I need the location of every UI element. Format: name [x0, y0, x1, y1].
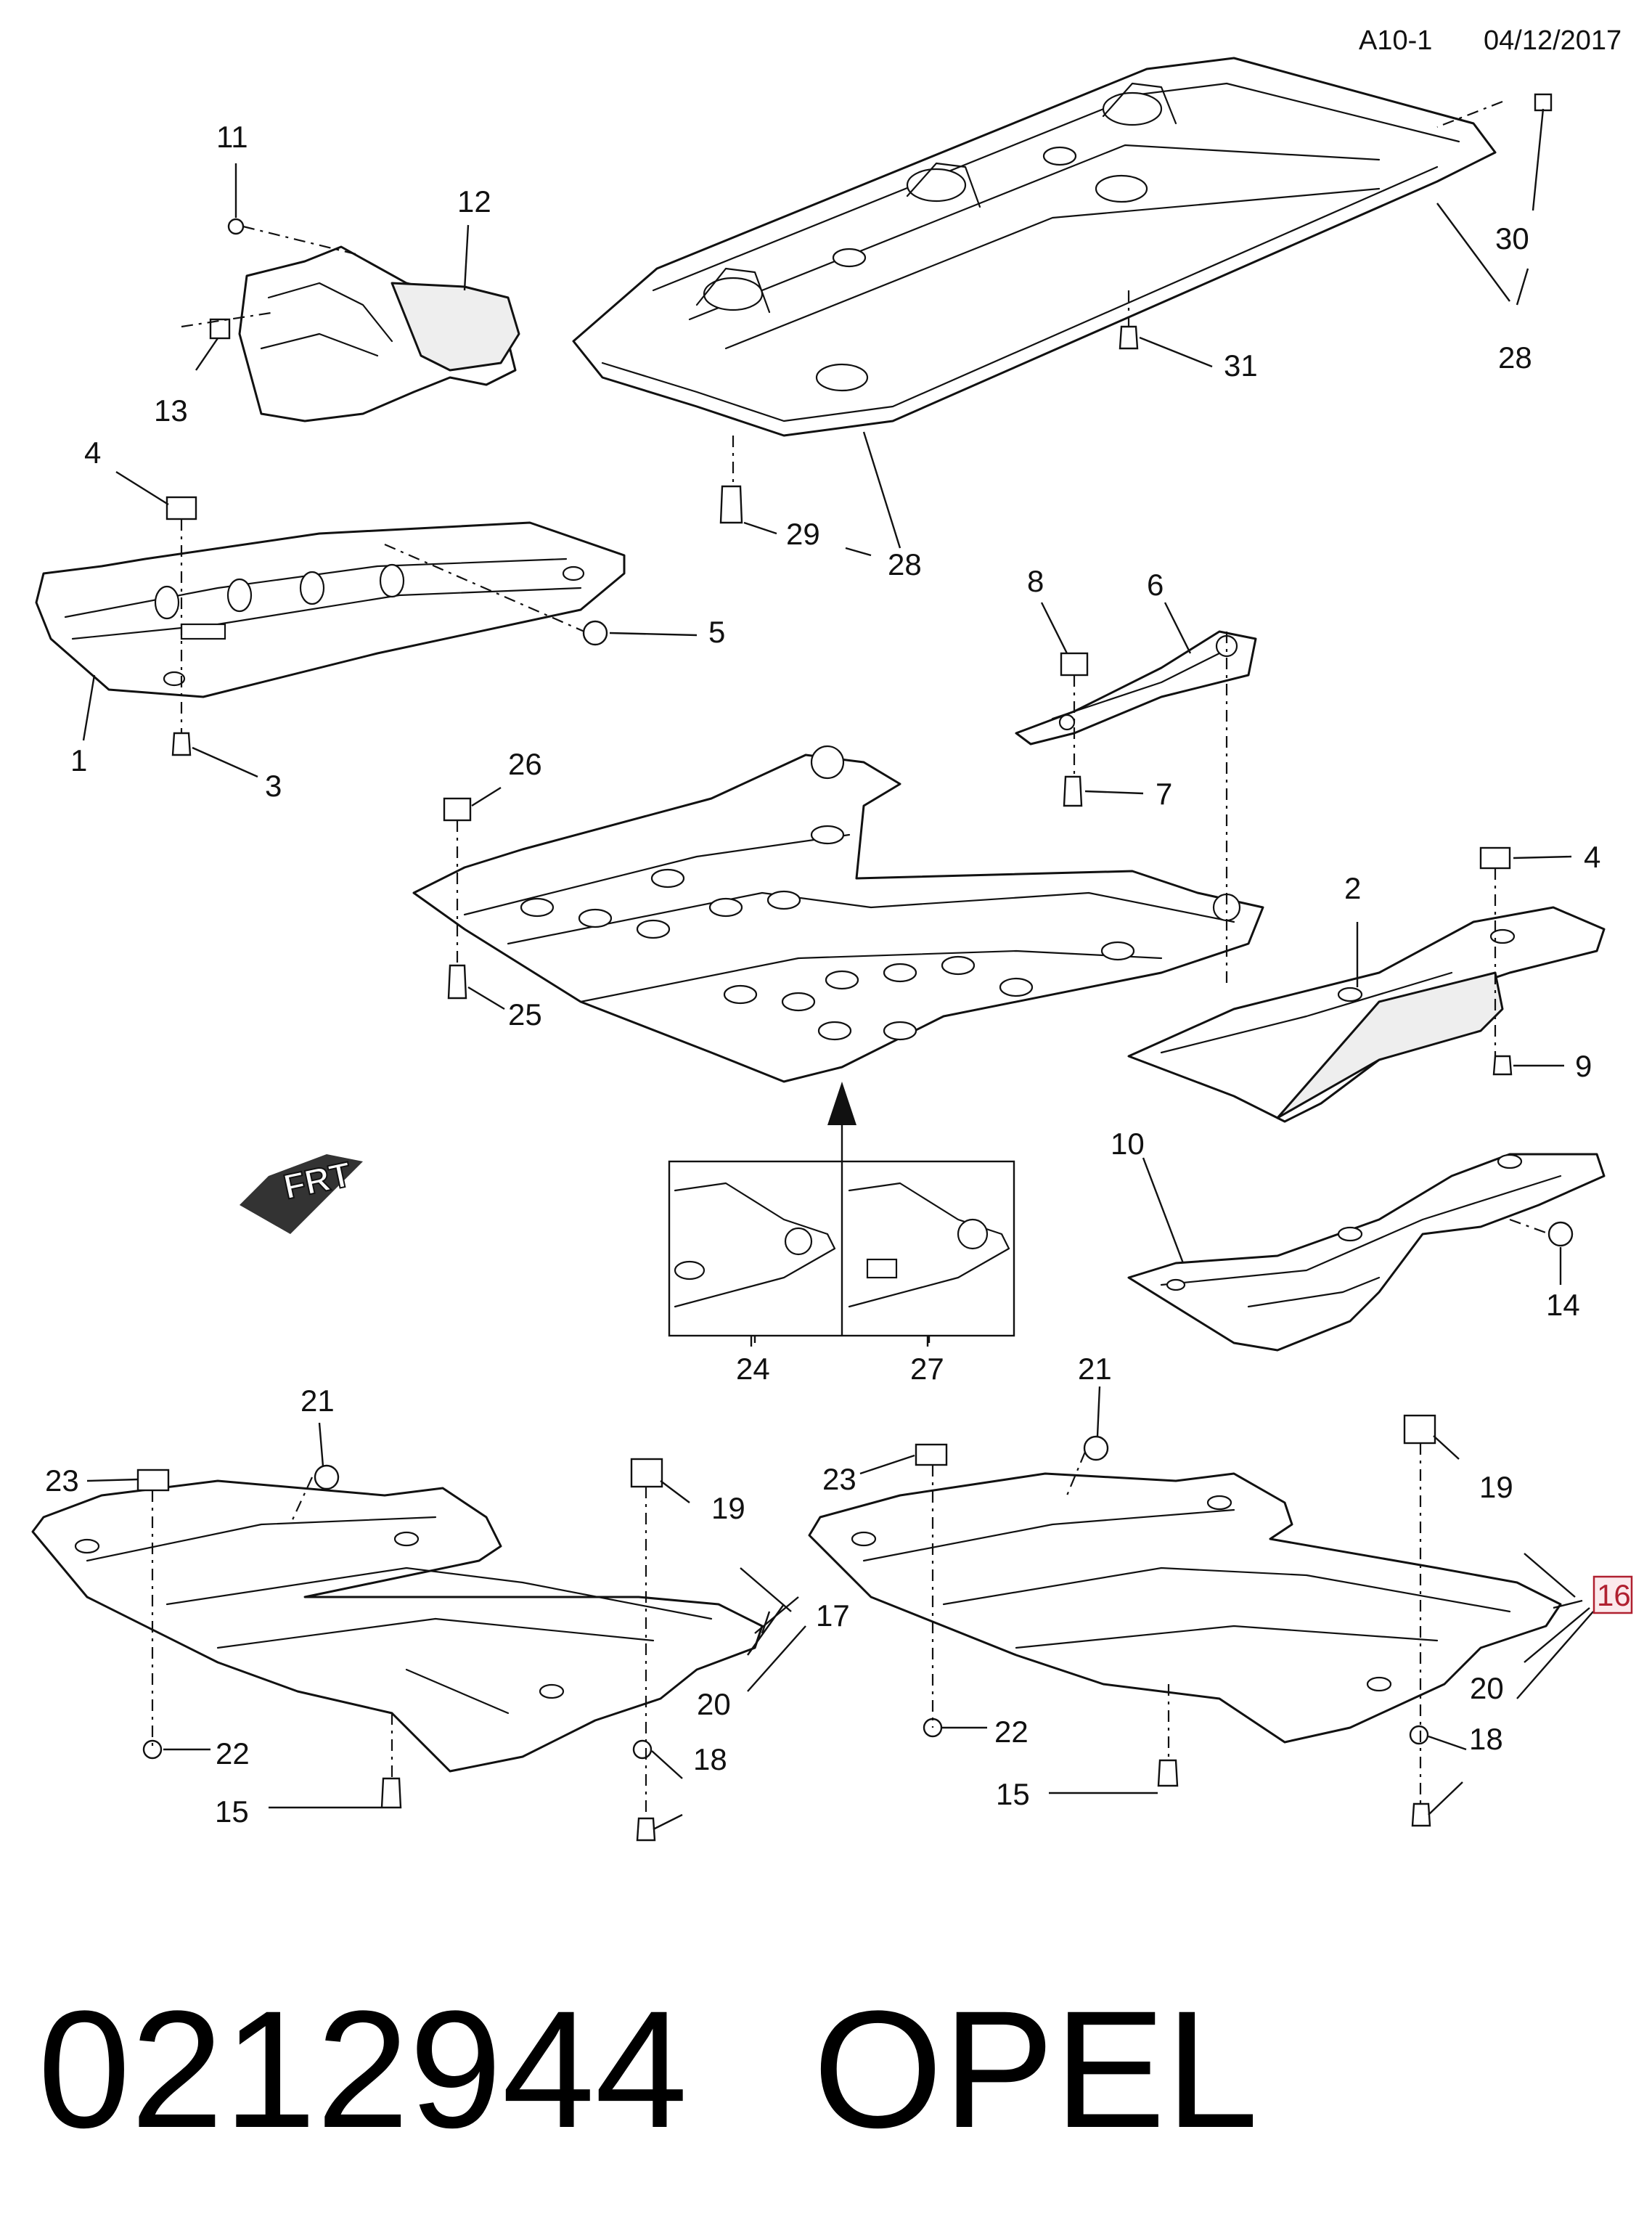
arrow-left-icon: [240, 1154, 363, 1234]
callout-27: 27: [910, 1352, 944, 1386]
callout-15-right: 15: [996, 1777, 1030, 1811]
assembly-axes: [151, 100, 1550, 1818]
plug-15-left-icon: [380, 1777, 402, 1809]
screw-11-icon: [227, 218, 245, 235]
side-panel-1: [35, 521, 626, 698]
push-pin-5-icon: [582, 620, 608, 646]
main-undertray: [412, 745, 1264, 1083]
callout-22-right: 22: [994, 1715, 1029, 1749]
plug-29-icon: [719, 485, 743, 524]
plug-15-right-icon: [1157, 1759, 1179, 1787]
clip-23-right-icon: [915, 1443, 948, 1466]
screw-3-icon: [171, 732, 192, 756]
screw-25-icon: [447, 964, 467, 1000]
screw-18-right-icon: [1411, 1802, 1431, 1827]
washer-20-right-icon: [1409, 1725, 1429, 1745]
callout-16-highlight-box: [1592, 1575, 1633, 1614]
brand-name: OPEL: [813, 1976, 1259, 2162]
callout-12: 12: [457, 184, 491, 218]
diagram-date: 04/12/2017: [1484, 25, 1622, 56]
callout-17: 17: [816, 1598, 850, 1633]
callout-4-right: 4: [1584, 840, 1600, 874]
callout-21-left: 21: [300, 1384, 335, 1418]
callout-2: 2: [1344, 871, 1361, 905]
frt-label: FRT: [280, 1156, 354, 1207]
bracket-6: [1015, 630, 1257, 746]
callout-6: 6: [1147, 568, 1164, 602]
clip-13-icon: [209, 318, 231, 340]
callout-23-left: 23: [45, 1463, 79, 1498]
side-panel-2: [1127, 906, 1606, 1123]
leader-lines: [82, 108, 1594, 1831]
callout-18-left: 18: [693, 1742, 727, 1776]
clip-19-left-icon: [630, 1458, 663, 1488]
clip-30-icon: [1534, 93, 1553, 112]
callout-20-right: 20: [1470, 1671, 1504, 1705]
screw-31-icon: [1119, 325, 1139, 350]
callout-28-bottom: 28: [888, 547, 922, 581]
callout-10: 10: [1111, 1127, 1145, 1161]
callout-25: 25: [508, 997, 542, 1032]
callout-18-right: 18: [1469, 1722, 1503, 1756]
callout-23-right: 23: [822, 1462, 856, 1496]
push-pin-21-right-icon: [1083, 1435, 1109, 1461]
callout-19-right: 19: [1479, 1470, 1513, 1504]
diagram-code: A10-1: [1359, 25, 1432, 56]
arrow-up-icon: [827, 1082, 856, 1125]
callout-19-left: 19: [711, 1491, 745, 1525]
push-pin-21-left-icon: [314, 1464, 340, 1490]
callout-28-right: 28: [1498, 340, 1532, 375]
washer-22-left-icon: [142, 1739, 163, 1760]
callout-16: 16: [1597, 1578, 1631, 1612]
callout-26: 26: [508, 747, 542, 781]
lower-shield-17: [31, 1479, 764, 1773]
callout-15-left: 15: [215, 1794, 249, 1829]
screw-9-icon: [1492, 1055, 1513, 1076]
callout-8: 8: [1027, 564, 1044, 598]
callout-21-right: 21: [1078, 1352, 1112, 1386]
clip-26-icon: [443, 797, 472, 822]
part-number: 0212944: [38, 1976, 687, 2162]
callout-labels: 11 12 13 4 5 1 3 29 28 30 28 31 8 6 7 26…: [45, 120, 1633, 1829]
detail-inset: [668, 1082, 1015, 1337]
fasteners: [136, 93, 1574, 1842]
underbody-panel-28: [572, 57, 1497, 437]
callout-9: 9: [1575, 1049, 1592, 1083]
callout-4-left: 4: [84, 436, 101, 470]
screw-7-icon: [1063, 775, 1083, 807]
clip-4-right-icon: [1479, 846, 1511, 870]
callout-13: 13: [154, 393, 188, 428]
callout-1: 1: [70, 743, 87, 777]
callout-22-left: 22: [216, 1736, 250, 1770]
callout-31: 31: [1224, 348, 1258, 383]
callout-7: 7: [1156, 777, 1172, 811]
side-panel-10: [1127, 1153, 1606, 1352]
callout-29: 29: [786, 517, 820, 551]
push-pin-14-icon: [1547, 1221, 1574, 1247]
callout-14: 14: [1546, 1288, 1580, 1322]
lower-shield-16: [808, 1472, 1562, 1744]
callout-11: 11: [216, 120, 248, 154]
clip-4-left-icon: [165, 496, 197, 520]
washer-20-left-icon: [632, 1739, 653, 1760]
callout-3: 3: [265, 769, 282, 803]
front-direction-badge: FRT: [240, 1154, 363, 1234]
clip-8-icon: [1060, 652, 1089, 677]
callout-30: 30: [1495, 221, 1529, 256]
callout-20-left: 20: [697, 1687, 731, 1721]
clip-23-left-icon: [136, 1469, 170, 1492]
screw-18-left-icon: [636, 1817, 656, 1842]
callout-5: 5: [708, 615, 725, 649]
callout-24: 24: [736, 1352, 770, 1386]
clip-19-right-icon: [1403, 1414, 1436, 1445]
wheel-liner-12: [238, 245, 520, 422]
